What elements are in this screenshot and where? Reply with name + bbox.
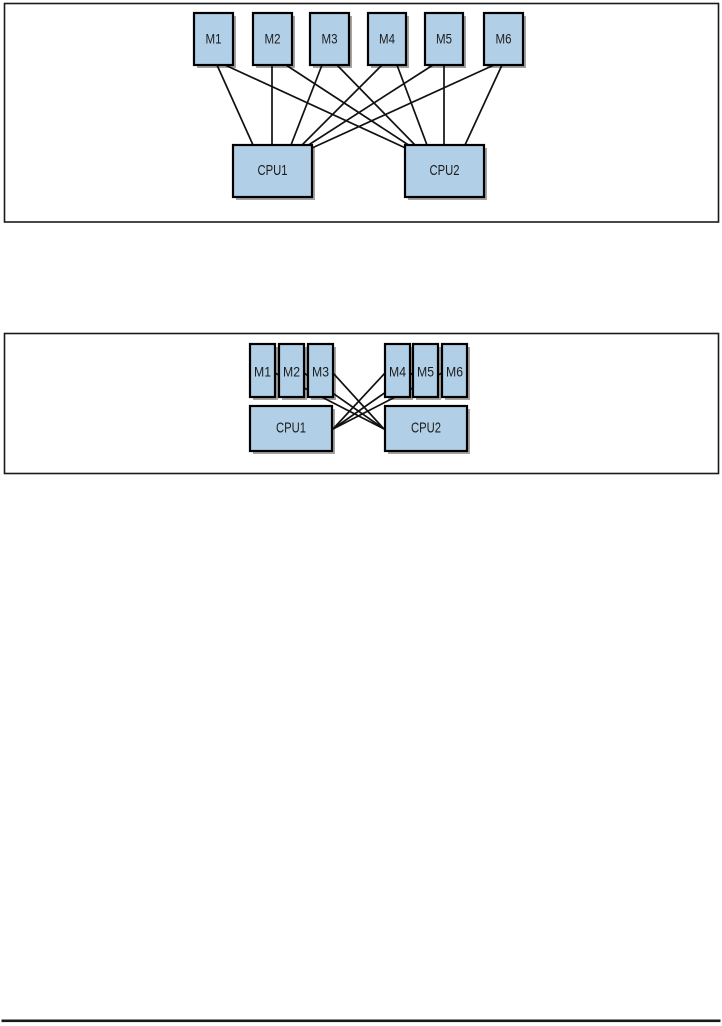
d1-cpu-box-cpu2 [403, 143, 486, 199]
edge-m2-cpu2 [285, 64, 409, 146]
edge-m3-cpu2 [336, 64, 416, 146]
diagram2-labels: M1 M2 M3 M4 M5 M6 CPU1 CPU2 [254, 365, 463, 437]
d2-cpu-box-cpu2 [383, 404, 469, 453]
d2-memory-box-m2 [277, 342, 306, 399]
diagram2-memory-boxes [248, 342, 469, 399]
d2-memory-label-m3: M3 [312, 365, 329, 380]
d1-memory-box-m4 [366, 11, 408, 67]
d1-memory-box-m6 [482, 11, 525, 67]
edge-m1-cpu2 [224, 64, 406, 149]
d2-cpu-box-cpu1 [248, 404, 334, 453]
d2-memory-label-m2: M2 [283, 365, 300, 380]
d1-memory-label-m3: M3 [322, 32, 338, 47]
d1-cpu-label-cpu1: CPU1 [258, 163, 288, 179]
edge-m1-cpu1 [216, 64, 254, 146]
d1-memory-label-m5: M5 [436, 32, 452, 47]
d2-memory-box-m3 [306, 342, 335, 399]
d1-memory-label-m2: M2 [265, 32, 281, 47]
diagram1-cpu-boxes [231, 143, 486, 199]
d1-memory-label-m4: M4 [379, 32, 395, 47]
d1-memory-label-m6: M6 [496, 32, 512, 47]
d2-memory-box-m4 [383, 342, 412, 399]
d2-memory-box-m6 [440, 342, 469, 399]
diagram1-frame [3, 2, 720, 223]
edge-m6-cpu2 [464, 64, 503, 146]
d1-memory-box-m2 [251, 11, 294, 67]
d2-cpu-label-cpu2: CPU2 [411, 421, 441, 437]
d1-memory-box-m3 [308, 11, 351, 67]
d2-cpu-label-cpu1: CPU1 [276, 421, 306, 437]
diagram2-frame [3, 332, 720, 475]
d1-cpu-box-cpu1 [231, 143, 314, 199]
d2-memory-label-m1: M1 [254, 365, 271, 380]
d1-memory-box-m5 [423, 11, 465, 67]
d2-memory-label-m4: M4 [389, 365, 406, 380]
diagram2-cpu-boxes [248, 404, 469, 453]
edge-m6-cpu1 [311, 64, 495, 149]
diagram2-figure: M1 M2 M3 M4 M5 M6 CPU1 CPU2 [3, 332, 720, 475]
edge-m3-cpu1 [290, 64, 323, 146]
edge-m4-cpu1 [332, 372, 386, 430]
page-bottom-rule [1, 1019, 721, 1023]
d1-cpu-label-cpu2: CPU2 [430, 163, 460, 179]
edge-m4-cpu1 [301, 64, 383, 146]
edge-m5-cpu1 [308, 64, 434, 146]
d2-memory-label-m6: M6 [446, 365, 463, 380]
d2-memory-label-m5: M5 [417, 365, 434, 380]
diagram1-connectors [216, 64, 503, 149]
edge-m4-cpu2 [396, 64, 428, 146]
d2-memory-box-m5 [411, 342, 440, 399]
d1-memory-box-m1 [192, 11, 235, 67]
diagram1-memory-boxes [192, 11, 525, 67]
diagram1-figure: M1 M2 M3 M4 M5 M6 CPU1 CPU2 [3, 2, 720, 223]
d1-memory-label-m1: M1 [206, 32, 222, 47]
d2-memory-box-m1 [248, 342, 277, 399]
diagram1-labels: M1 M2 M3 M4 M5 M6 CPU1 CPU2 [206, 32, 512, 180]
